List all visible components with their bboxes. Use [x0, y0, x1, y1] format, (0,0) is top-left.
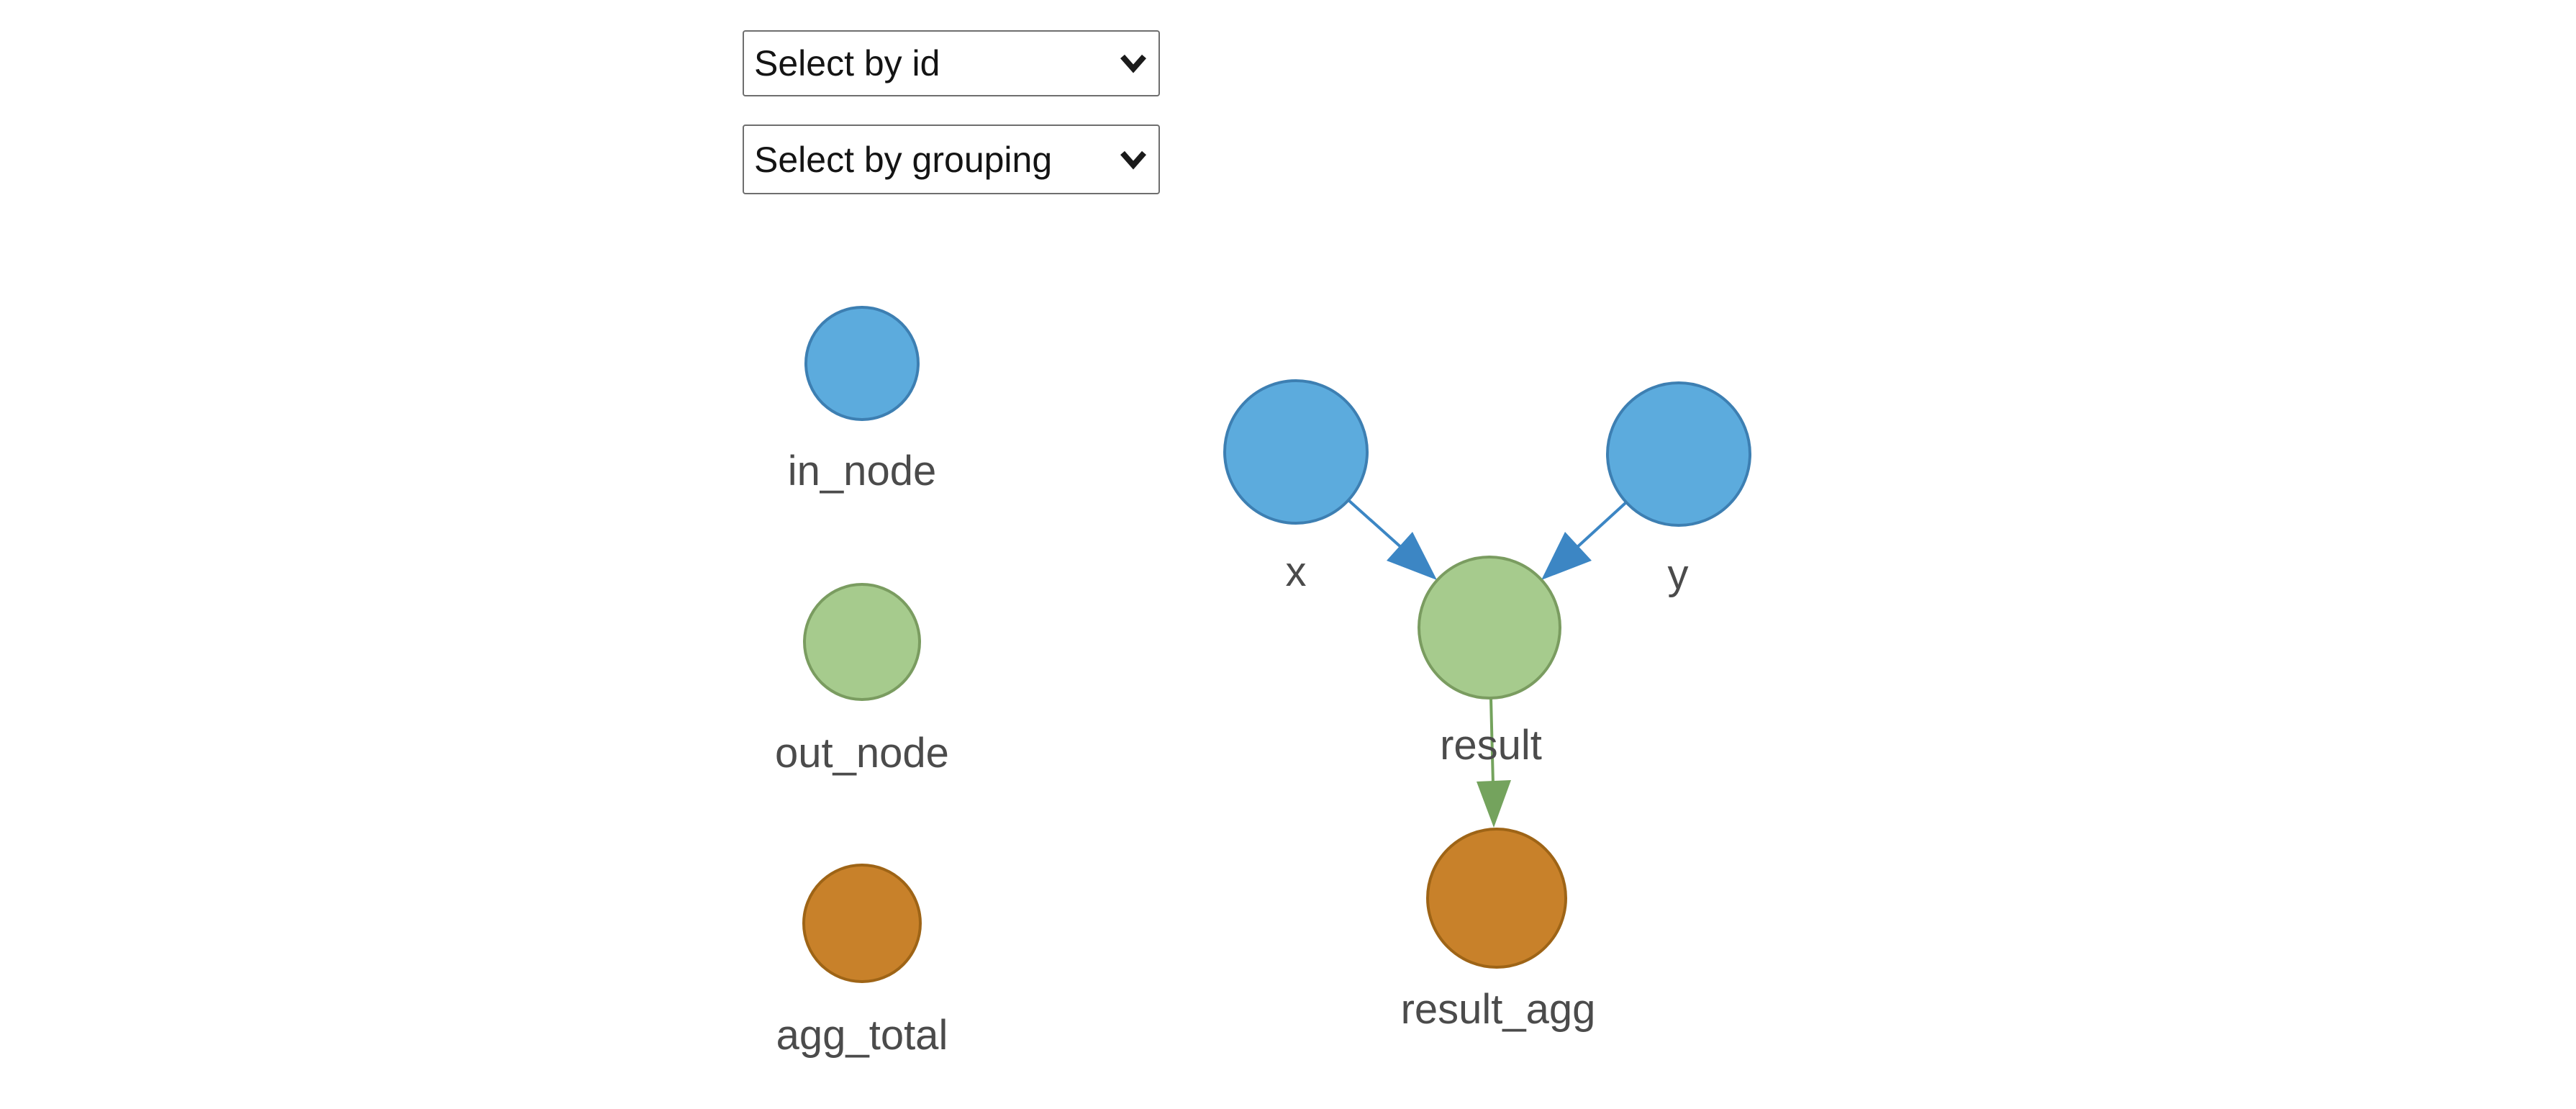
- legend-label-out-node: out_node: [775, 730, 949, 777]
- legend: in_node out_node agg_total: [775, 306, 949, 1059]
- node-y[interactable]: [1606, 381, 1751, 527]
- select-by-id-wrapper: Select by id: [743, 30, 1160, 96]
- node-label-result: result: [1440, 722, 1542, 769]
- legend-label-agg-total: agg_total: [776, 1012, 948, 1059]
- arrowhead-y-result: [1541, 532, 1592, 580]
- legend-swatch-out-node: [803, 583, 921, 701]
- arrowhead-result-result-agg: [1477, 780, 1511, 828]
- edge-y-result: [1574, 501, 1628, 550]
- select-by-grouping-wrapper: Select by grouping: [743, 125, 1160, 194]
- node-label-result-agg: result_agg: [1401, 986, 1596, 1033]
- select-by-grouping-dropdown[interactable]: Select by grouping: [743, 125, 1160, 194]
- node-label-y: y: [1668, 551, 1689, 598]
- node-label-x: x: [1286, 548, 1307, 595]
- legend-swatch-in-node: [804, 306, 920, 421]
- node-result-agg[interactable]: [1426, 828, 1567, 969]
- graph-nodes: [1223, 379, 1751, 969]
- legend-label-in-node: in_node: [788, 448, 936, 494]
- edge-result-result-agg: [1489, 697, 1495, 785]
- node-result[interactable]: [1418, 556, 1561, 700]
- arrowhead-x-result: [1387, 532, 1437, 580]
- graph-node-labels: x y result result_agg: [1286, 548, 1689, 1033]
- graph-edges: [1347, 499, 1628, 828]
- node-x[interactable]: [1223, 379, 1369, 525]
- edge-x-result: [1347, 499, 1405, 551]
- legend-swatch-agg-total: [802, 864, 922, 983]
- select-by-id-dropdown[interactable]: Select by id: [743, 30, 1160, 96]
